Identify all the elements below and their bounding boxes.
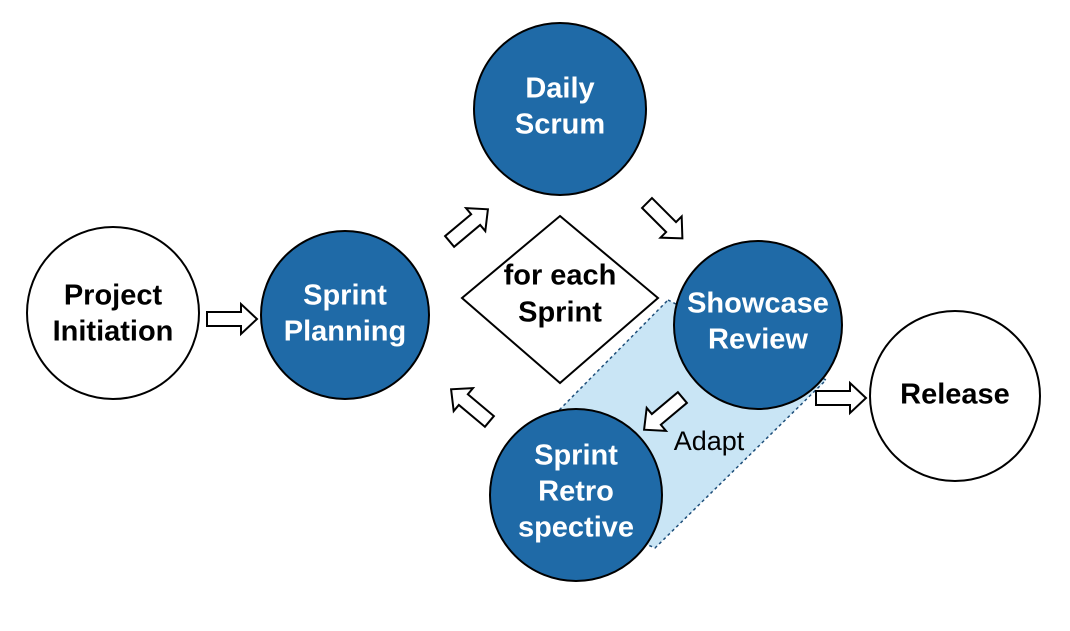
sprint-planning-node: Sprint Planning (260, 230, 430, 400)
sprint-planning-label-line2: Planning (284, 316, 406, 348)
sprint-retrospective-node: Sprint Retro spective (489, 408, 663, 582)
arrow-showcase-to-release (815, 380, 868, 416)
arrow-planning-to-daily-scrum (443, 206, 490, 249)
daily-scrum-label-line2: Scrum (515, 109, 605, 141)
showcase-review-label-line1: Showcase (687, 288, 829, 320)
project-initiation-label-line1: Project (64, 280, 163, 312)
daily-scrum-node: Daily Scrum (473, 22, 647, 196)
arrow-daily-scrum-to-showcase (640, 196, 684, 240)
release-node: Release (869, 310, 1041, 482)
arrow-initiation-to-planning (206, 301, 259, 337)
showcase-review-label-line2: Review (708, 324, 808, 356)
project-initiation-node: Project Initiation (26, 226, 200, 400)
sprint-retrospective-label-line1: Sprint (534, 440, 618, 472)
sprint-loop-diamond: for each Sprint (460, 214, 660, 385)
arrow-showcase-to-retrospective (642, 390, 689, 433)
showcase-review-node: Showcase Review (673, 240, 843, 410)
sprint-loop-label-line1: for each (504, 260, 617, 292)
sprint-planning-label-line1: Sprint (303, 280, 387, 312)
sprint-retrospective-label-line2: Retro (538, 476, 614, 508)
sprint-loop-label-line2: Sprint (518, 297, 602, 329)
sprint-retrospective-label-line3: spective (518, 512, 634, 544)
arrow-retrospective-to-planning (449, 386, 496, 429)
release-label: Release (900, 379, 1010, 411)
project-initiation-label-line2: Initiation (53, 316, 174, 348)
adapt-label: Adapt (674, 426, 745, 456)
daily-scrum-label-line1: Daily (525, 73, 594, 105)
